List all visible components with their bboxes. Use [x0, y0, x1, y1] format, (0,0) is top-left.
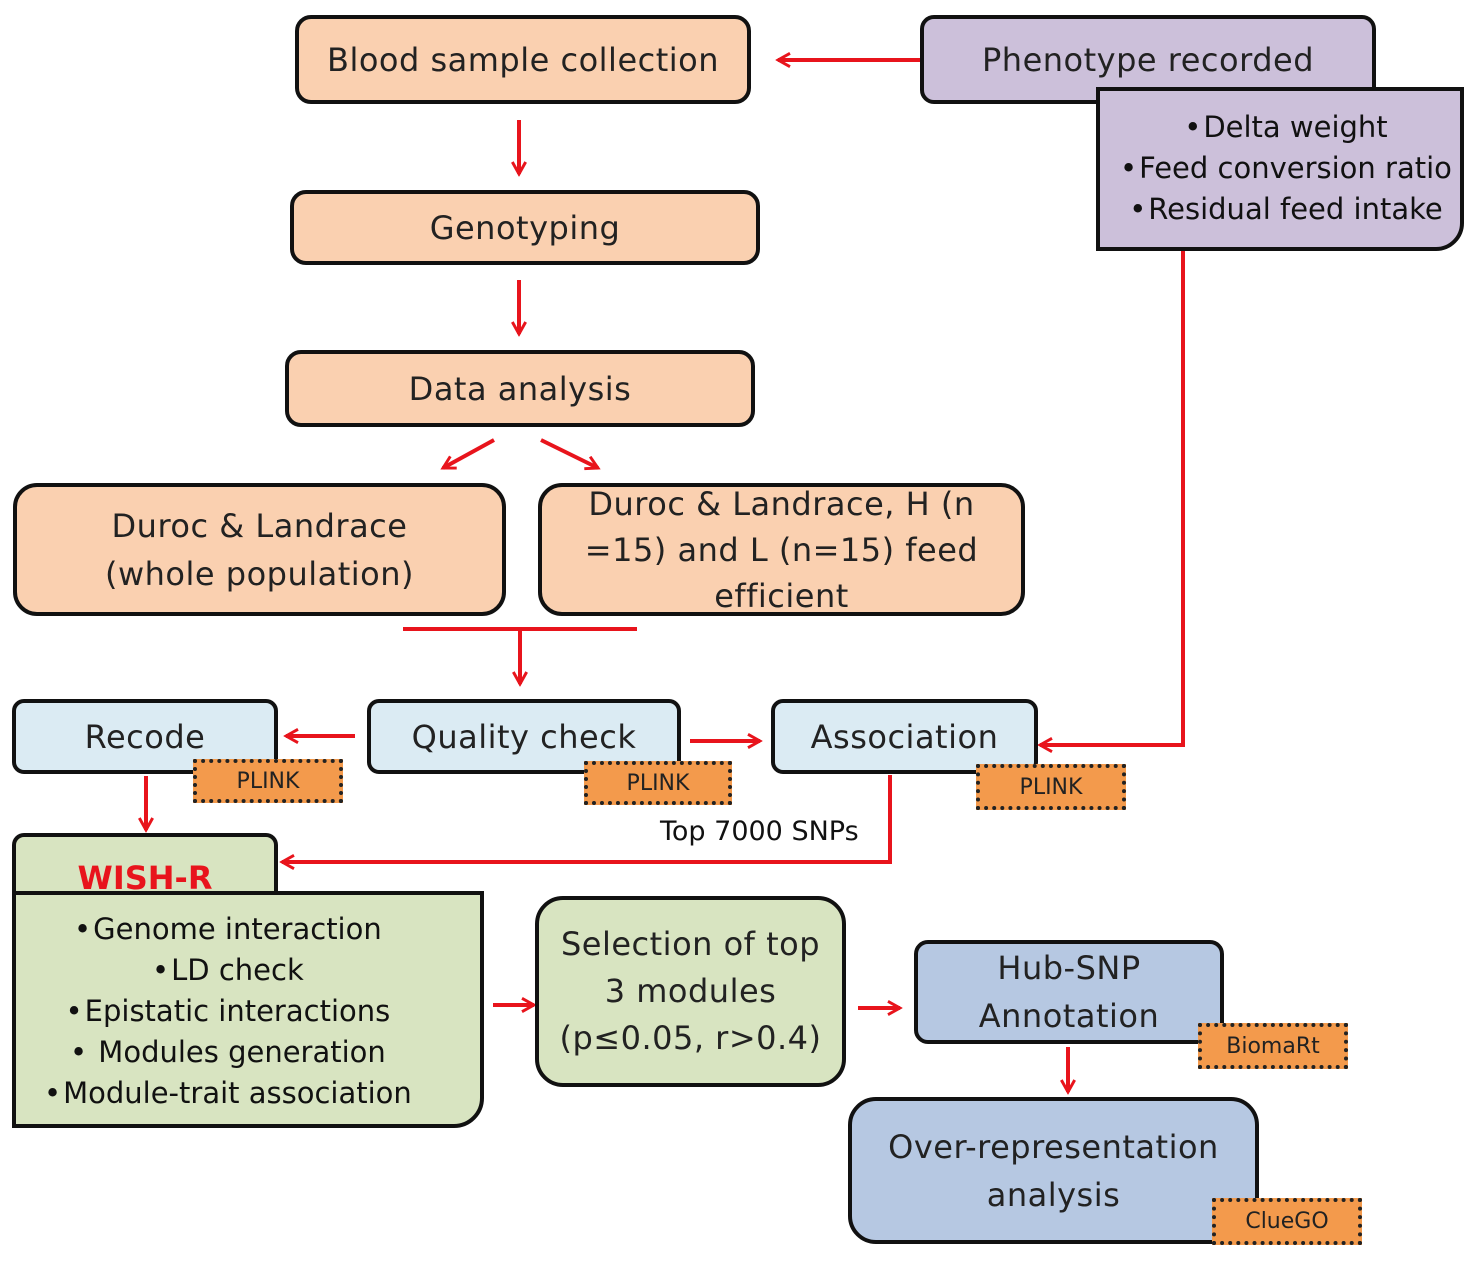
cluego-label: ClueGO [1245, 1209, 1329, 1234]
trait-item: Feed conversion ratio [1120, 148, 1452, 189]
plink-tag-recode: PLINK [193, 759, 343, 803]
wish-r-step: Modules generation [44, 1032, 412, 1073]
wish-r-label: WISH-R [77, 859, 213, 897]
trait-item: Delta weight [1120, 107, 1452, 148]
plink-tag-quality: PLINK [584, 761, 732, 805]
selection-line3: (p≤0.05, r>0.4) [559, 1019, 822, 1057]
biomart-label: BiomaRt [1226, 1033, 1320, 1059]
blood-sample-box: Blood sample collection [295, 15, 751, 104]
quality-check-label: Quality check [411, 717, 637, 756]
arrow-phenotype-to-association [1040, 250, 1185, 745]
whole-population-line2: (whole population) [104, 554, 415, 593]
ora-line2: analysis [986, 1175, 1121, 1214]
ora-line1: Over-representation [888, 1127, 1219, 1166]
subset-line3: efficient [714, 576, 849, 615]
data-analysis-box: Data analysis [285, 350, 755, 427]
plink-label: PLINK [626, 770, 690, 796]
whole-population-box: Duroc & Landrace (whole population) [13, 483, 506, 616]
genotyping-label: Genotyping [429, 208, 621, 247]
whole-population-line1: Duroc & Landrace [111, 506, 408, 545]
cluego-tag: ClueGO [1212, 1198, 1362, 1245]
arrow-analysis-to-subset [540, 438, 598, 468]
wish-r-step: Epistatic interactions [44, 991, 412, 1032]
wish-r-steps-list: Genome interaction LD check Epistatic in… [44, 909, 412, 1114]
feed-efficient-subset-box: Duroc & Landrace, H (n =15) and L (n=15)… [538, 483, 1025, 616]
wish-r-step: LD check [44, 950, 412, 991]
plink-label: PLINK [236, 768, 300, 794]
subset-line2: =15) and L (n=15) feed [584, 530, 979, 569]
wish-r-step: Genome interaction [44, 909, 412, 950]
blood-sample-label: Blood sample collection [326, 40, 720, 79]
association-box: Association [771, 699, 1038, 774]
genotyping-box: Genotyping [290, 190, 760, 265]
recode-label: Recode [84, 717, 206, 756]
over-representation-box: Over-representation analysis [848, 1097, 1259, 1244]
plink-label: PLINK [1019, 774, 1083, 800]
plink-tag-association: PLINK [976, 764, 1126, 810]
biomart-tag: BiomaRt [1198, 1023, 1348, 1069]
phenotype-label: Phenotype recorded [982, 40, 1314, 79]
subset-line1: Duroc & Landrace, H (n [588, 484, 975, 523]
hub-snp-box: Hub-SNP Annotation [914, 940, 1224, 1044]
hub-snp-line1: Hub-SNP [997, 949, 1141, 987]
selection-line2: 3 modules [604, 972, 777, 1010]
selection-line1: Selection of top [560, 925, 821, 963]
arrow-analysis-to-whole-pop [443, 438, 495, 470]
wish-r-steps-box: Genome interaction LD check Epistatic in… [12, 891, 484, 1128]
module-selection-box: Selection of top 3 modules (p≤0.05, r>0.… [535, 896, 846, 1087]
phenotype-traits-box: Delta weight Feed conversion ratio Resid… [1096, 87, 1464, 251]
wish-r-step: Module-trait association [44, 1073, 412, 1114]
data-analysis-label: Data analysis [408, 369, 632, 408]
phenotype-traits-list: Delta weight Feed conversion ratio Resid… [1120, 107, 1452, 230]
association-label: Association [810, 717, 999, 756]
top-snps-label: Top 7000 SNPs [660, 816, 859, 847]
hub-snp-line2: Annotation [978, 997, 1160, 1035]
trait-item: Residual feed intake [1120, 189, 1452, 230]
